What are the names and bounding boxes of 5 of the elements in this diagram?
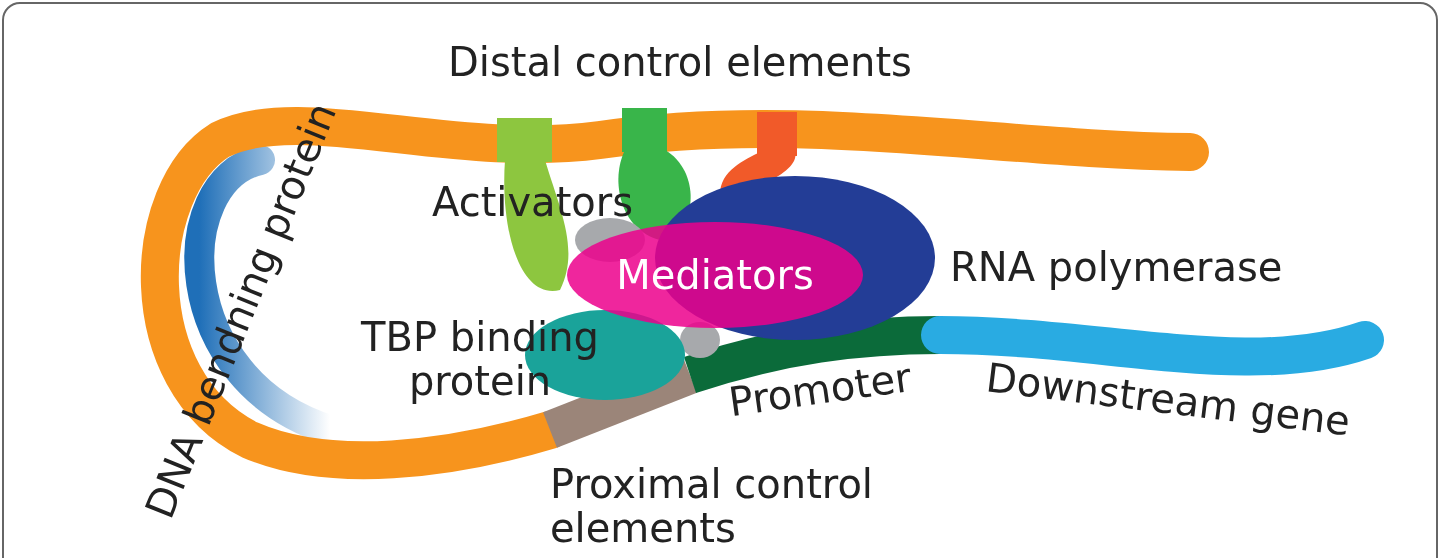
part-label: Downstream gene xyxy=(983,355,1354,447)
part-label: Promoter xyxy=(726,353,916,425)
part-label: RNA polymerase xyxy=(950,245,1284,289)
part-label: Proximal control elements xyxy=(550,462,874,550)
part-label: Distal control elements xyxy=(448,40,913,84)
